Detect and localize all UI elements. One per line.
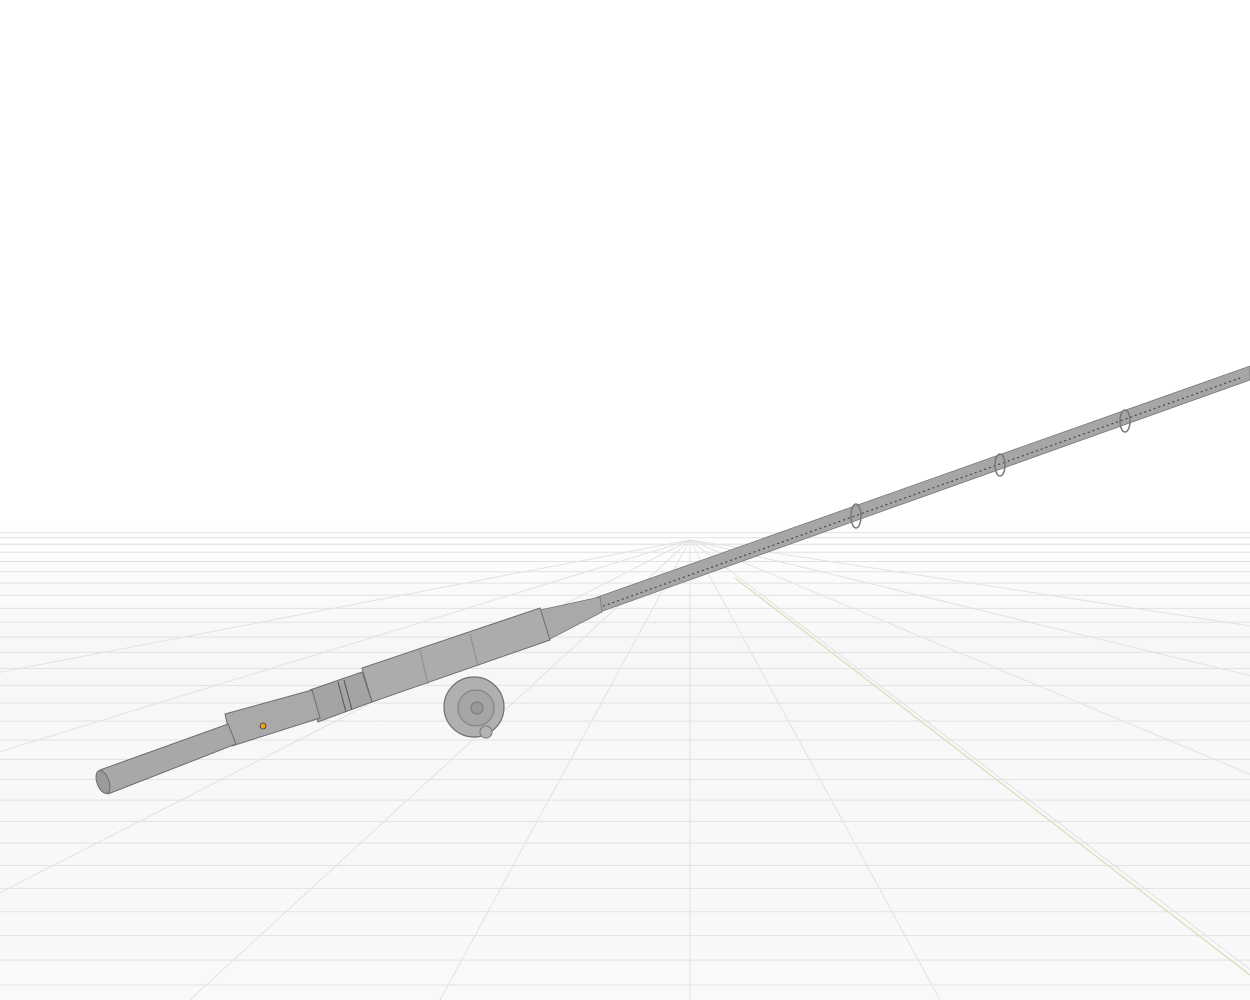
grid-line — [689, 539, 941, 1000]
grid-line — [0, 539, 691, 753]
seat-ring — [337, 681, 347, 713]
grid-line — [689, 539, 1250, 970]
object-origin[interactable] — [259, 722, 267, 730]
line-guide — [850, 503, 862, 529]
grid-line — [689, 539, 1250, 627]
grid-line — [189, 539, 691, 1000]
grid-line — [0, 539, 691, 673]
x-axis-line — [734, 577, 1250, 976]
butt-cap — [95, 770, 111, 794]
grip-ring — [469, 633, 479, 667]
grip-ring — [419, 649, 429, 685]
rod-blank — [594, 365, 1250, 613]
fishing-line — [569, 377, 1241, 619]
fly-reel — [443, 676, 505, 739]
rod-taper — [539, 596, 603, 641]
grid-line — [689, 539, 1250, 677]
line-guide — [994, 453, 1006, 477]
grid-line — [689, 539, 1250, 775]
line-guide — [1119, 409, 1131, 433]
seat-ring — [343, 679, 353, 711]
fishing-rod[interactable] — [93, 365, 1250, 795]
rod-butt — [224, 689, 321, 747]
grid-line — [439, 539, 691, 1000]
